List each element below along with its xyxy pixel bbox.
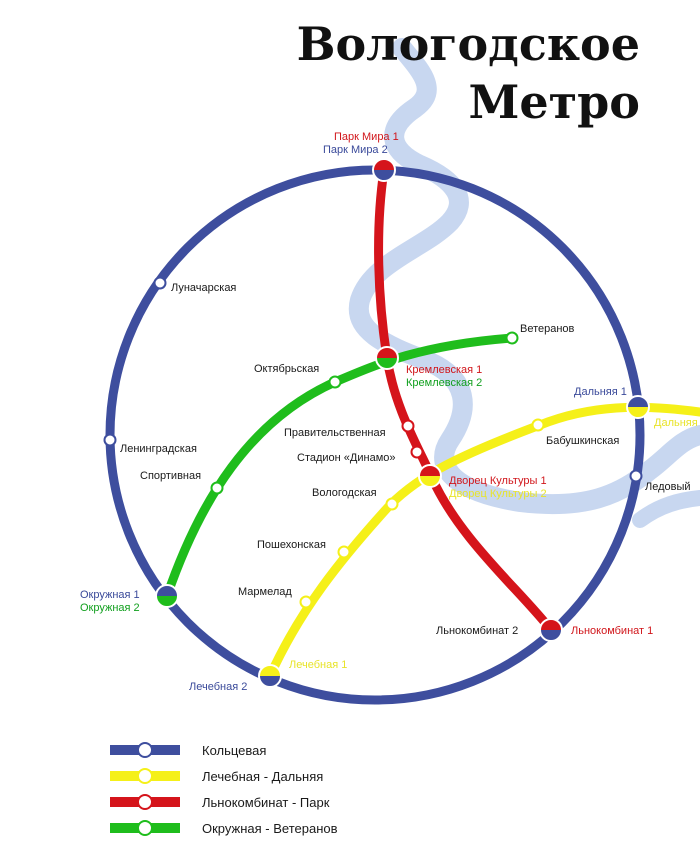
legend-label-ring: Кольцевая [202,743,266,758]
label-pravitelstvennaya: Правительственная [284,427,386,439]
station-stadion-dinamo[interactable] [410,445,424,459]
legend-station-red [137,794,153,810]
station-ledovy[interactable] [629,469,643,483]
legend-label-green: Окружная - Ветеранов [202,821,338,836]
station-veteranov[interactable] [505,331,519,345]
label-marmelad: Мармелад [238,586,292,598]
station-lnokombinat[interactable] [539,618,563,642]
station-marmelad[interactable] [299,595,313,609]
label-lechebnaya-2: Лечебная 2 [189,681,247,693]
label-park-mira-1: Парк Мира 1 [334,131,399,143]
station-kremlevskaya[interactable] [375,346,399,370]
label-okruzhnaya-2: Окружная 2 [80,602,140,614]
legend: Кольцевая Лечебная - Дальняя Льнокомбина… [110,742,338,836]
river [348,38,700,515]
label-dvorets-kultury-2: Дворец Культуры 2 [449,488,547,500]
legend-station-yellow [137,768,153,784]
legend-label-red: Льнокомбинат - Парк [202,795,330,810]
title-line-1: Вологодское [297,17,640,71]
station-poshekhonskaya[interactable] [337,545,351,559]
label-babushkinskaya: Бабушкинская [546,435,619,447]
station-vologodskaya[interactable] [385,497,399,511]
station-dvorets-kultury[interactable] [418,464,442,488]
legend-item-green: Окружная - Ветеранов [110,820,338,836]
label-dalnyaya-1: Дальняя 1 [574,386,627,398]
label-sportivnaya: Спортивная [140,470,201,482]
label-vologodskaya: Вологодская [312,487,377,499]
label-dalnyaya-2: Дальняя 2 [654,417,700,429]
label-lnokombinat-2: Льнокомбинат 2 [436,625,518,637]
label-lechebnaya-1: Лечебная 1 [289,659,347,671]
river-bank [632,490,700,528]
title-line-2: Метро [468,75,640,129]
label-park-mira-2: Парк Мира 2 [323,144,388,156]
label-okruzhnaya-1: Окружная 1 [80,589,140,601]
legend-station-green [137,820,153,836]
station-lechebnaya[interactable] [258,664,282,688]
label-leningradskaya: Ленинградская [120,443,197,455]
station-sportivnaya[interactable] [210,481,224,495]
station-oktyabrskaya[interactable] [328,375,342,389]
label-lunacharskaya: Луначарская [171,282,236,294]
legend-label-yellow: Лечебная - Дальняя [202,769,323,784]
station-okruzhnaya[interactable] [155,584,179,608]
station-dalnyaya[interactable] [626,395,650,419]
station-leningradskaya[interactable] [103,433,117,447]
legend-station-ring [137,742,153,758]
station-babushkinskaya[interactable] [531,418,545,432]
legend-item-yellow: Лечебная - Дальняя [110,768,323,784]
station-lunacharskaya[interactable] [153,276,167,290]
label-veteranov: Ветеранов [520,323,575,335]
label-stadion-dinamo: Стадион «Динамо» [297,452,396,464]
green-line [162,333,517,601]
label-poshekhonskaya: Пошехонская [257,539,326,551]
label-dvorets-kultury-1: Дворец Культуры 1 [449,475,547,487]
station-pravitelstvennaya[interactable] [401,419,415,433]
label-lnokombinat-1: Льнокомбинат 1 [571,625,653,637]
station-park-mira[interactable] [372,158,396,182]
legend-item-red: Льнокомбинат - Парк [110,794,330,810]
label-kremlevskaya-2: Кремлевская 2 [406,377,482,389]
label-kremlevskaya-1: Кремлевская 1 [406,364,482,376]
label-oktyabrskaya: Октябрьская [254,363,319,375]
legend-item-ring: Кольцевая [110,742,266,758]
label-ledovy: Ледовый [645,481,691,493]
